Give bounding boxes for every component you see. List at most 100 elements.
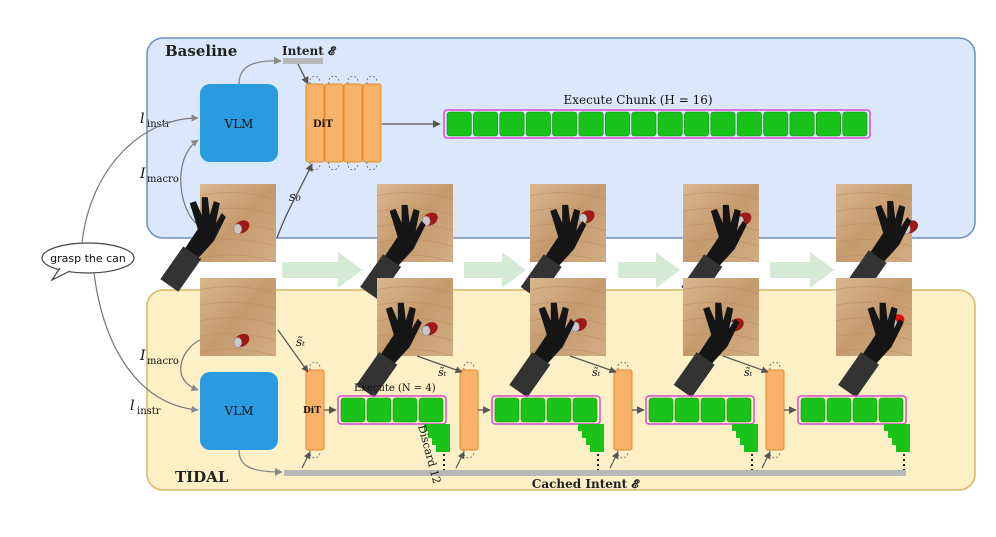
baseline-action-chunk (443, 109, 871, 139)
tidal-stage-3: s̃ₜ (569, 355, 758, 470)
discard-block (582, 431, 604, 438)
tidal-dit-block (459, 369, 479, 451)
baseline-frame-4 (681, 184, 760, 300)
discard-block (732, 424, 758, 431)
baseline-frame-1 (160, 184, 277, 292)
tidal-action-block (826, 397, 852, 423)
baseline-vlm-label: VLM (224, 117, 254, 131)
baseline-vlm-block (200, 84, 278, 162)
discard-block (888, 431, 910, 438)
tidal-action-block (700, 397, 726, 423)
flow-arrow (770, 252, 834, 288)
tidal-frame-5 (835, 278, 913, 398)
discard-block (432, 438, 450, 445)
tidal-vlm-block (200, 372, 278, 450)
tidal-action-block (340, 397, 366, 423)
baseline-frame-2 (360, 184, 454, 300)
tidal-vlm-to-cache-arrow (238, 449, 283, 476)
tidal-action-block (572, 397, 598, 423)
baseline-action-block (631, 111, 657, 137)
baseline-action-block (525, 111, 551, 137)
baseline-frame-3 (520, 184, 607, 300)
baseline-action-block (684, 111, 710, 137)
baseline-action-block (763, 111, 789, 137)
tidal-action-block (392, 397, 418, 423)
tidal-stage-4: s̃ₜ (722, 355, 910, 470)
tidal-stages: DiT s̃ₜ s̃ₜ s̃ₜ (277, 329, 910, 470)
tidal-action-block (418, 397, 444, 423)
svg-text:l: l (140, 111, 144, 127)
tidal-frame-3 (509, 278, 607, 398)
svg-text:instr: instr (147, 119, 171, 130)
macro-label-bottom: I macro (139, 348, 179, 367)
baseline-intent-label: Intent 𝓔 (282, 44, 337, 58)
svg-text:macro: macro (147, 174, 179, 185)
tidal-action-block (674, 397, 700, 423)
instr-label-bottom: l instr (130, 398, 161, 417)
discard-block (740, 438, 758, 445)
tidal-state-label: s̃ₜ (744, 366, 753, 379)
state-to-dit-arrow (276, 163, 313, 239)
baseline-frames (160, 184, 919, 300)
tidal-stage-1: DiT (277, 329, 450, 470)
baseline-action-block (736, 111, 762, 137)
tidal-frame-1 (199, 278, 277, 357)
discard-block (884, 424, 910, 431)
baseline-action-block (552, 111, 578, 137)
baseline-action-block (473, 111, 499, 137)
baseline-label: Baseline (165, 42, 237, 60)
baseline-action-block (578, 111, 604, 137)
tidal-frame-4 (673, 278, 760, 398)
tidal-state-label: s̃ₜ (438, 366, 447, 379)
tidal-frame-2 (356, 278, 454, 398)
tidal-execute-label: Execute (N = 4) (354, 383, 436, 394)
tidal-action-block (366, 397, 392, 423)
speech-bubble (41, 242, 135, 282)
flow-arrow (282, 252, 362, 288)
bubble-to-tidal-vlm (93, 272, 199, 414)
baseline-action-block (815, 111, 841, 137)
image-to-baseline-vlm (180, 139, 201, 227)
tidal-stage-2: s̃ₜ (416, 355, 604, 470)
baseline-dit-label: DiT (313, 119, 333, 130)
baseline-action-block (842, 111, 868, 137)
tidal-dit-block (765, 369, 785, 451)
cached-intent-bar (284, 470, 906, 476)
svg-text:instr: instr (137, 406, 161, 417)
discard-block (736, 431, 758, 438)
tidal-state-label-first: s̃ₜ (296, 335, 305, 349)
timeline-flow-arrows (282, 252, 834, 288)
tidal-dit-block (613, 369, 633, 451)
discard-block (744, 445, 758, 452)
svg-text:l: l (130, 398, 134, 414)
flow-arrow (464, 252, 526, 288)
tidal-action-block (546, 397, 572, 423)
baseline-action-block (657, 111, 683, 137)
intent-to-dit-arrow (297, 63, 309, 85)
tidal-action-block (494, 397, 520, 423)
tidal-action-block (520, 397, 546, 423)
tidal-action-block (852, 397, 878, 423)
tidal-label: TIDAL (175, 468, 229, 486)
tidal-action-block (648, 397, 674, 423)
discard-block (578, 424, 604, 431)
speech-text: grasp the can (50, 252, 126, 265)
bubble-to-baseline-vlm (81, 114, 199, 244)
baseline-action-block (499, 111, 525, 137)
tidal-action-block (878, 397, 904, 423)
cached-intent-label: Cached Intent 𝓔 (532, 477, 641, 491)
svg-text:I: I (139, 166, 146, 182)
discard-block (892, 438, 910, 445)
image-to-tidal-vlm (180, 339, 201, 392)
baseline-intent-bar (283, 58, 323, 64)
baseline-action-block (710, 111, 736, 137)
tidal-action-block (800, 397, 826, 423)
baseline-dit-stack (305, 75, 382, 171)
discard-block (586, 438, 604, 445)
tidal-action-block (726, 397, 752, 423)
discard-block (428, 431, 450, 438)
tidal-dit-label: DiT (303, 406, 321, 416)
macro-label-top: I macro (139, 166, 179, 185)
flow-arrow (618, 252, 680, 288)
tidal-state-label: s̃ₜ (592, 366, 601, 379)
